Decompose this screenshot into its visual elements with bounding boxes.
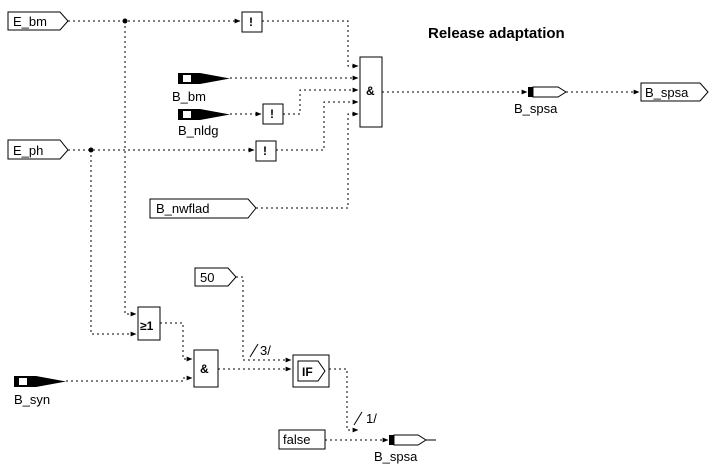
source-b-bm-icon <box>178 73 230 84</box>
svg-text:false: false <box>283 432 310 447</box>
bus-width-3: 3/ <box>260 343 271 358</box>
signal-label-b-spsa-bottom: B_spsa <box>374 449 418 464</box>
signal-label-b-nldg: B_nldg <box>178 123 218 138</box>
wires <box>66 18 640 443</box>
signal-label-b-syn: B_syn <box>14 392 50 407</box>
svg-text:&: & <box>366 84 375 98</box>
svg-text:B_nwflad: B_nwflad <box>156 201 209 216</box>
input-e-ph[interactable]: E_ph <box>7 139 69 160</box>
svg-text:E_bm: E_bm <box>13 14 47 29</box>
not-block-nldg[interactable]: ! <box>262 103 284 125</box>
not-block-top[interactable]: ! <box>241 11 263 33</box>
signal-label-b-spsa-mid: B_spsa <box>514 101 558 116</box>
svg-text:≥1: ≥1 <box>140 319 154 333</box>
svg-text:!: ! <box>249 15 253 29</box>
constant-50[interactable]: 50 <box>194 267 237 287</box>
input-b-nwflad[interactable]: B_nwflad <box>149 198 257 219</box>
source-b-syn-icon <box>14 376 66 387</box>
and-block-main[interactable]: & <box>359 56 383 128</box>
input-e-bm[interactable]: E_bm <box>7 11 69 31</box>
not-block-ph[interactable]: ! <box>255 140 277 162</box>
or-block[interactable]: ≥1 <box>137 306 161 341</box>
if-block[interactable]: IF <box>292 354 330 388</box>
output-b-spsa[interactable]: B_spsa <box>640 82 709 102</box>
svg-text:B_spsa: B_spsa <box>645 85 689 100</box>
svg-text:!: ! <box>270 107 274 121</box>
source-b-nldg-icon <box>178 109 230 120</box>
svg-text:E_ph: E_ph <box>13 143 43 158</box>
bus-width-1: 1/ <box>366 411 377 426</box>
svg-text:&: & <box>200 362 209 376</box>
diagram-title: Release adaptation <box>428 25 565 42</box>
and-block-bottom[interactable]: & <box>193 349 219 388</box>
svg-text:IF: IF <box>302 365 313 379</box>
svg-text:50: 50 <box>200 270 214 285</box>
constant-false[interactable]: false <box>278 429 326 450</box>
signal-marker-b-spsa-mid <box>528 86 567 98</box>
signal-marker-b-spsa-bottom <box>389 434 427 446</box>
svg-text:!: ! <box>263 144 267 158</box>
signal-label-b-bm: B_bm <box>172 89 206 104</box>
